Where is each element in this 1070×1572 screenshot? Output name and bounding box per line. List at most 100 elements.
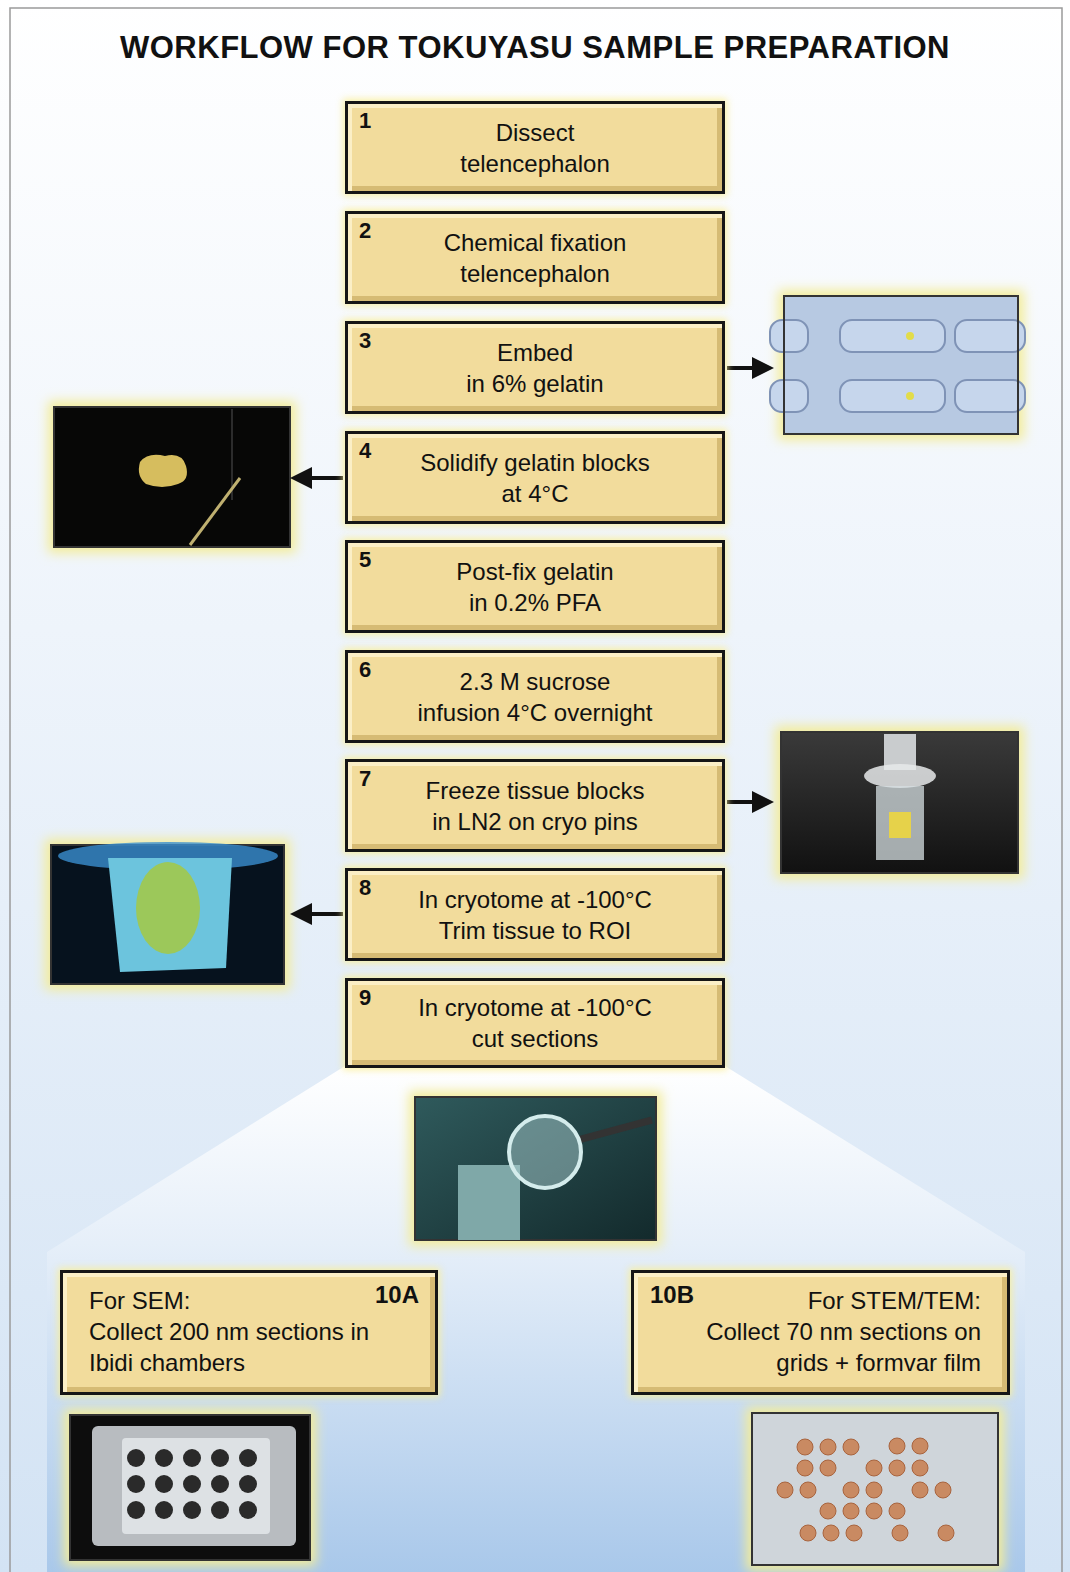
step-number: 10B xyxy=(650,1281,694,1309)
photo-sectioning xyxy=(415,1097,656,1240)
photo-frame xyxy=(51,845,284,984)
well xyxy=(840,320,945,352)
step-text: Embed in 6% gelatin xyxy=(432,337,637,399)
photo-frame xyxy=(784,296,1018,434)
grid xyxy=(820,1460,836,1476)
process-box: 6 2.3 M sucrose infusion 4°C overnight xyxy=(345,650,725,743)
grid xyxy=(935,1482,951,1498)
well xyxy=(770,320,808,352)
photo-trimmed-block xyxy=(51,842,284,984)
step-text: In cryotome at -100°C cut sections xyxy=(384,992,686,1054)
arrow-line xyxy=(727,800,756,804)
grid xyxy=(866,1460,882,1476)
step-number: 5 xyxy=(359,547,371,573)
step-number: 2 xyxy=(359,218,371,244)
step-number: 4 xyxy=(359,438,371,464)
frozen-block xyxy=(108,858,232,972)
grid xyxy=(843,1482,859,1498)
chamber xyxy=(122,1438,270,1534)
process-box: 5 Post-fix gelatin in 0.2% PFA xyxy=(345,540,725,633)
grid xyxy=(889,1503,905,1519)
well xyxy=(211,1449,229,1467)
photo-frame xyxy=(752,1413,998,1565)
process-box: 4 Solidify gelatin blocks at 4°C xyxy=(345,431,725,524)
step-number: 6 xyxy=(359,657,371,683)
tissue xyxy=(136,862,200,954)
step-text: Freeze tissue blocks in LN2 on cryo pins xyxy=(392,775,679,837)
photo-frame xyxy=(784,296,1018,434)
well xyxy=(183,1475,201,1493)
process-box: 7 Freeze tissue blocks in LN2 on cryo pin… xyxy=(345,759,725,852)
tissue xyxy=(889,812,911,838)
arrow-line xyxy=(727,366,756,370)
step-text: Chemical fixation telencephalon xyxy=(410,227,661,289)
photo-gelatin-block xyxy=(54,407,290,547)
grids xyxy=(777,1438,954,1541)
glow xyxy=(746,1407,1004,1571)
photo-gelatin-mould xyxy=(770,296,1025,434)
step-number: 1 xyxy=(359,108,371,134)
step-number: 9 xyxy=(359,985,371,1011)
step-number: 8 xyxy=(359,875,371,901)
arrow-head xyxy=(290,903,312,925)
grid xyxy=(820,1503,836,1519)
grid xyxy=(843,1439,859,1455)
grid xyxy=(800,1525,816,1541)
process-box: 3Embed in 6% gelatin xyxy=(345,321,725,414)
grid xyxy=(823,1525,839,1541)
grid xyxy=(938,1525,954,1541)
page-frame xyxy=(10,8,1062,1572)
grid xyxy=(892,1525,908,1541)
grid xyxy=(820,1439,836,1455)
photo-glows xyxy=(45,290,1024,1571)
well xyxy=(770,380,808,412)
grid xyxy=(889,1438,905,1454)
photo-frame xyxy=(415,1097,656,1240)
glow xyxy=(778,290,1024,440)
well xyxy=(840,380,945,412)
step-text: 2.3 M sucrose infusion 4°C overnight xyxy=(383,666,686,728)
process-box: 2 Chemical fixation telencephalon xyxy=(345,211,725,304)
glow xyxy=(45,839,290,990)
well xyxy=(183,1501,201,1519)
grid xyxy=(800,1482,816,1498)
well xyxy=(239,1449,257,1467)
well xyxy=(239,1501,257,1519)
pin-flange xyxy=(864,764,936,788)
leader-arrows xyxy=(290,357,774,925)
step-number: 7 xyxy=(359,766,371,792)
grid xyxy=(843,1503,859,1519)
well xyxy=(127,1449,145,1467)
photo-frame xyxy=(70,1415,310,1560)
step-text: For SEM: Collect 200 nm sections in Ibid… xyxy=(63,1273,435,1386)
well xyxy=(955,380,1025,412)
block xyxy=(458,1165,520,1240)
glow xyxy=(48,401,296,553)
arrow-head xyxy=(752,357,774,379)
well xyxy=(183,1449,201,1467)
arrow-head xyxy=(290,467,312,489)
well xyxy=(155,1501,173,1519)
step-text: In cryotome at -100°C Trim tissue to ROI xyxy=(384,884,686,946)
grid xyxy=(889,1460,905,1476)
well xyxy=(155,1449,173,1467)
grid xyxy=(866,1482,882,1498)
photo-frame xyxy=(54,407,290,547)
spotlight xyxy=(47,1066,1025,1572)
grid xyxy=(912,1482,928,1498)
block-edge xyxy=(190,478,240,545)
step-text: Solidify gelatin blocks at 4°C xyxy=(386,447,683,509)
well xyxy=(211,1475,229,1493)
grid xyxy=(777,1482,793,1498)
frozen-block xyxy=(876,786,924,860)
step-text: Post-fix gelatin in 0.2% PFA xyxy=(422,556,647,618)
grid xyxy=(797,1460,813,1476)
well xyxy=(211,1501,229,1519)
tissue xyxy=(139,455,187,487)
photo-grids xyxy=(752,1413,998,1565)
well xyxy=(239,1475,257,1493)
output-box: 10AFor SEM: Collect 200 nm sections in I… xyxy=(60,1270,438,1395)
photo-cryo-pin xyxy=(781,732,1018,873)
arrow-line xyxy=(308,476,343,480)
